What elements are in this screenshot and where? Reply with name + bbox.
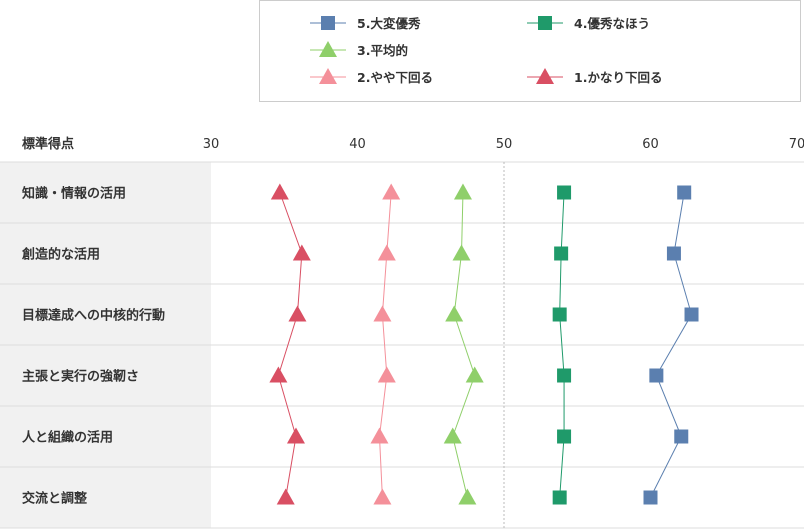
data-point [643,490,658,505]
legend-marker [538,16,552,30]
data-point [557,429,572,444]
data-point [458,488,477,505]
data-point [286,427,305,444]
category-label: 創造的な活用 [21,247,100,263]
data-point [382,183,401,200]
data-point [269,366,288,383]
data-point [465,366,484,383]
data-point [453,183,472,200]
legend-item: 3.平均的 [310,41,408,58]
data-point [552,307,567,322]
legend-item: 4.優秀なほう [527,16,650,31]
category-label: 主張と実行の強靭さ [22,369,139,385]
data-point [684,307,699,322]
data-point [649,368,664,383]
data-point [292,244,311,261]
data-point [373,305,392,322]
legend-label: 4.優秀なほう [574,16,650,31]
data-point [674,429,689,444]
series [552,185,572,505]
axis-title: 標準得点 [22,136,74,152]
series-line [650,192,693,498]
legend-item: 1.かなり下回る [527,68,662,85]
category-row-bg [0,467,211,528]
x-axis-ticks: 30 40 50 60 70 [203,137,804,152]
series-line [378,192,392,498]
data-point [557,368,572,383]
legend-item: 5.大変優秀 [310,16,421,31]
data-point [445,305,464,322]
category-rows: 知識・情報の活用創造的な活用目標達成への中核的行動主張と実行の強靭さ人と組織の活… [0,161,804,529]
data-point [377,366,396,383]
data-point [452,244,471,261]
data-point [557,185,572,200]
category-label: 人と組織の活用 [22,430,113,446]
data-point [276,488,295,505]
x-tick-label: 50 [496,137,513,152]
category-row-bg [0,345,211,406]
legend-label: 2.やや下回る [357,70,433,85]
category-label: 知識・情報の活用 [22,186,126,202]
x-tick-label: 40 [349,137,366,152]
legend-marker [321,16,335,30]
legend-box [259,0,801,102]
series [269,183,311,505]
category-row-bg [0,223,211,284]
series-group [269,183,699,505]
legend-label: 1.かなり下回る [574,70,662,85]
data-point [677,185,692,200]
data-point [377,244,396,261]
legend-label: 3.平均的 [357,43,408,58]
x-tick-label: 60 [642,137,659,152]
series-line [452,192,476,498]
series [443,183,484,505]
series-line [559,192,565,498]
legend: 5.大変優秀 4.優秀なほう 3.平均的 2.やや下回る 1.かなり下回る [310,16,662,85]
data-point [552,490,567,505]
data-point [270,183,289,200]
series [370,183,401,505]
category-label: 交流と調整 [22,491,88,507]
x-tick-label: 70 [789,137,804,152]
legend-label: 5.大変優秀 [357,16,421,31]
category-row-bg [0,406,211,467]
x-tick-label: 30 [203,137,220,152]
data-point [554,246,569,261]
legend-marker [319,68,337,84]
data-point [443,427,462,444]
data-point [370,427,389,444]
legend-marker [536,68,554,84]
series-line [277,192,303,498]
data-point [373,488,392,505]
category-row-bg [0,162,211,223]
legend-item: 2.やや下回る [310,68,433,85]
legend-marker [319,41,337,57]
series [643,185,699,505]
data-point [666,246,681,261]
data-point [288,305,307,322]
category-row-bg [0,284,211,345]
category-label: 目標達成への中核的行動 [22,308,165,324]
